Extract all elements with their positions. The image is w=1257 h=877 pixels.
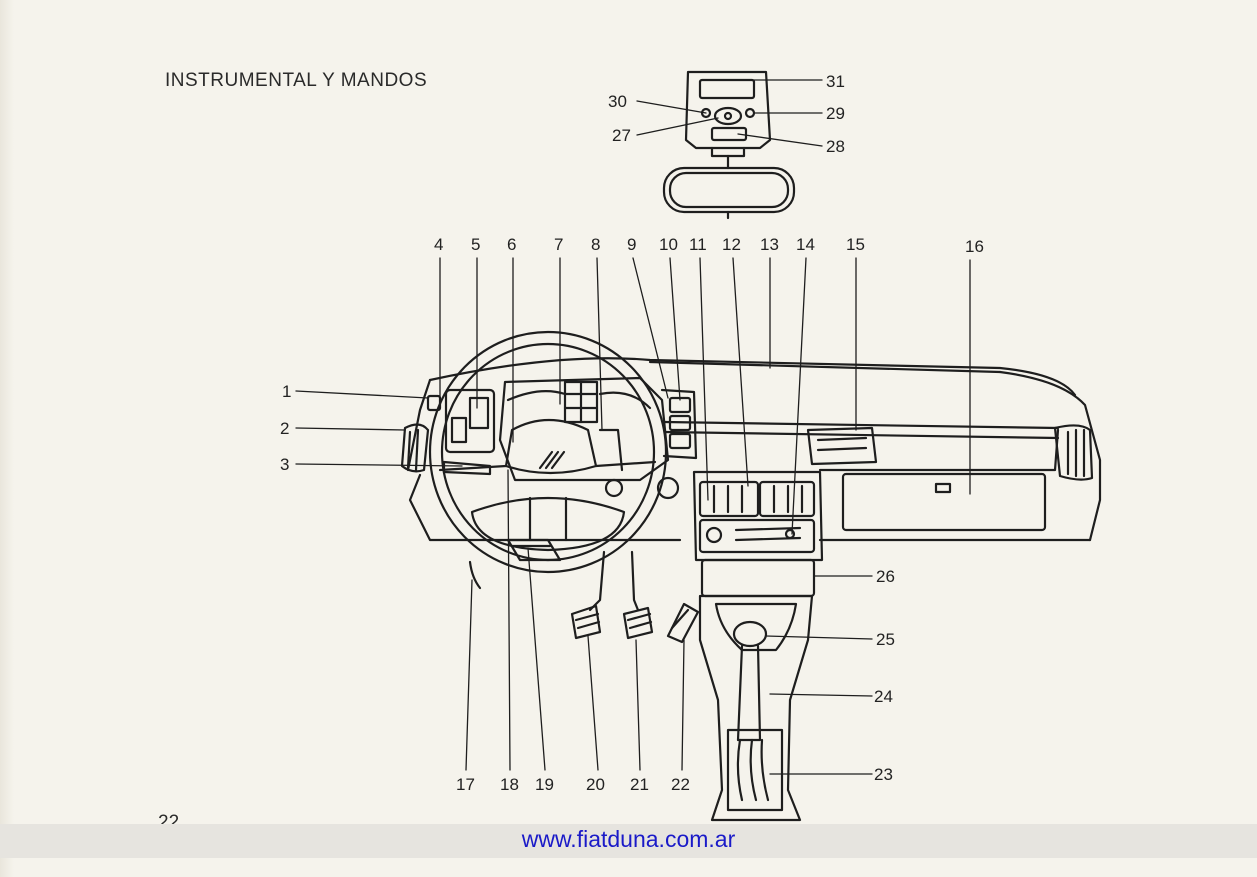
callout-14: 14	[796, 235, 815, 254]
callout-leaders	[295, 79, 971, 775]
callout-10: 10	[659, 235, 678, 254]
callout-12: 12	[722, 235, 741, 254]
callout-18: 18	[500, 775, 519, 794]
callout-3: 3	[280, 455, 289, 474]
callout-19: 19	[535, 775, 554, 794]
footer-band	[0, 824, 1257, 858]
callout-8: 8	[591, 235, 600, 254]
callout-16: 16	[965, 237, 984, 256]
callout-30: 30	[608, 92, 627, 111]
callout-9: 9	[627, 235, 636, 254]
page-spine	[0, 0, 14, 877]
callout-5: 5	[471, 235, 480, 254]
callout-28: 28	[826, 137, 845, 156]
callout-31: 31	[826, 72, 845, 91]
callout-29: 29	[826, 104, 845, 123]
page-title: INSTRUMENTAL Y MANDOS	[165, 70, 428, 91]
pedals	[468, 550, 700, 644]
callout-21: 21	[630, 775, 649, 794]
callout-2: 2	[280, 419, 289, 438]
callout-6: 6	[507, 235, 516, 254]
callout-1: 1	[282, 382, 291, 401]
callout-25: 25	[876, 630, 895, 649]
callout-4: 4	[434, 235, 443, 254]
callout-23: 23	[874, 765, 893, 784]
callout-27: 27	[612, 126, 631, 145]
callout-22: 22	[671, 775, 690, 794]
callout-13: 13	[760, 235, 779, 254]
callout-numbers: 30 27 31 29 28 1 2 3 4 5 6 7 8 9 10 11 1…	[280, 72, 984, 794]
steering-wheel	[428, 330, 668, 574]
footer-url-link[interactable]: www.fiatduna.com.ar	[521, 826, 736, 852]
callout-11: 11	[689, 235, 707, 254]
callout-24: 24	[874, 687, 893, 706]
callout-26: 26	[876, 567, 895, 586]
callout-7: 7	[554, 235, 563, 254]
callout-15: 15	[846, 235, 865, 254]
dashboard	[400, 357, 1102, 822]
mirror-assembly	[662, 70, 796, 220]
callout-17: 17	[456, 775, 475, 794]
callout-20: 20	[586, 775, 605, 794]
